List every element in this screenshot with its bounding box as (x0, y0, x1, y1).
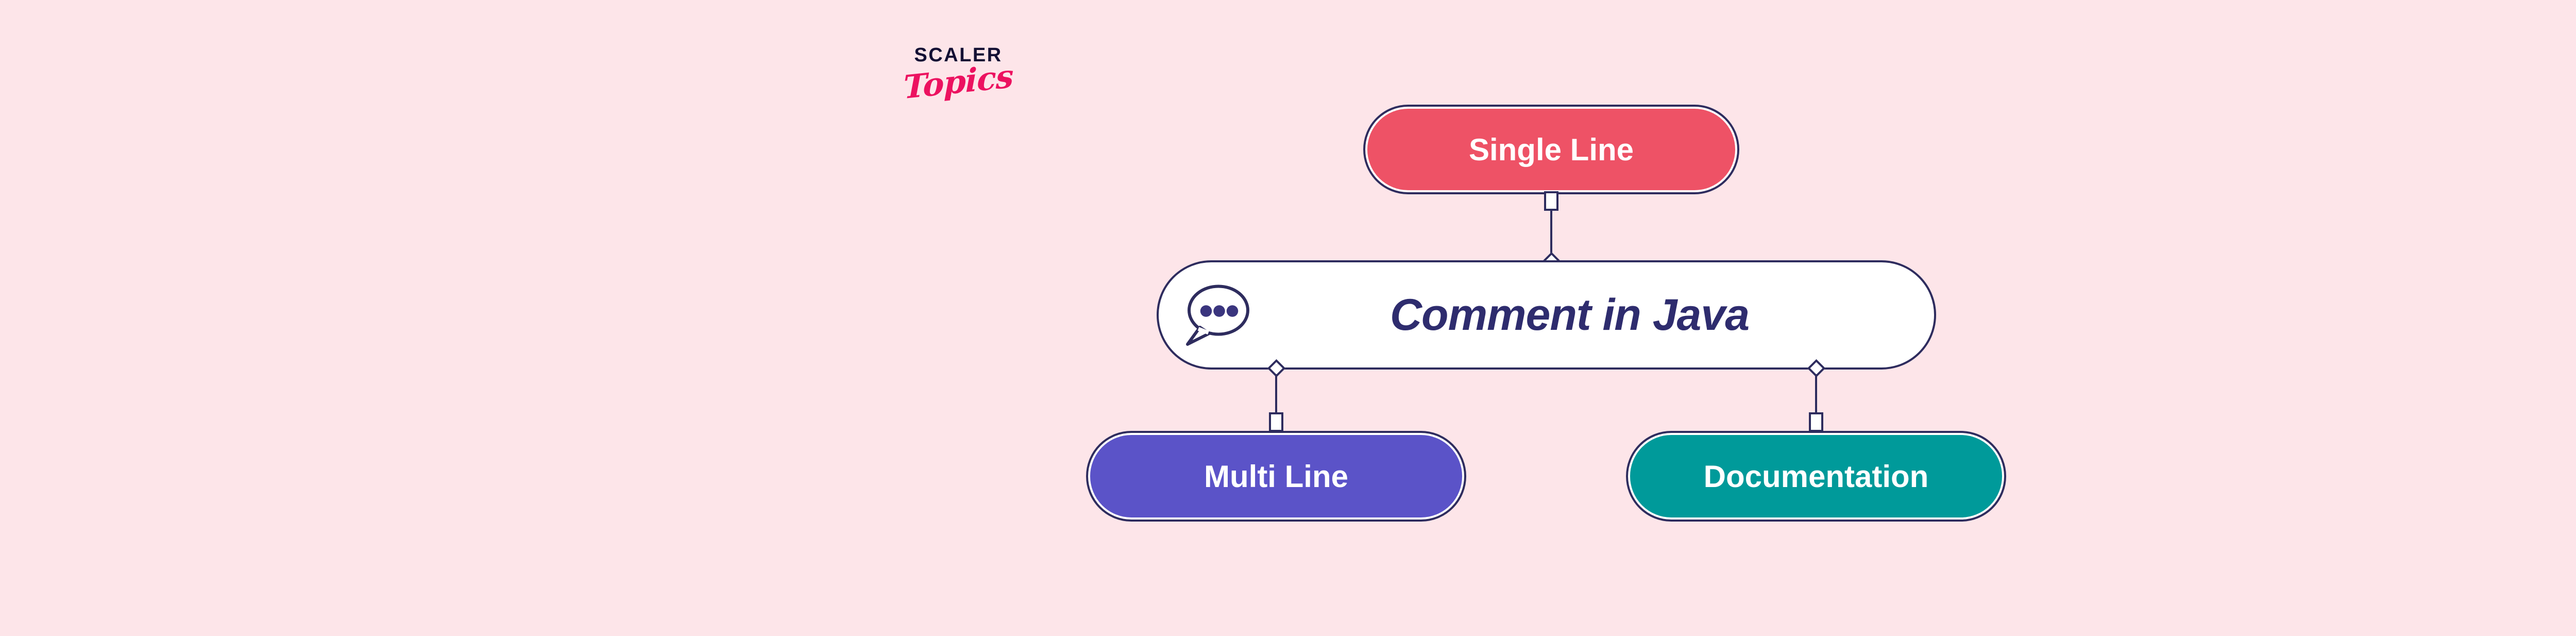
connector-line-single-line (1550, 210, 1552, 261)
scaler-topics-logo: SCALER Topics (894, 45, 1023, 136)
connector-square-multi-line (1269, 412, 1283, 432)
node-multi-line[interactable]: Multi Line (1086, 431, 1466, 522)
connector-line-multi-line (1275, 374, 1277, 413)
node-comment-in-java-label: Comment in Java (1389, 290, 1750, 340)
node-comment-in-java[interactable]: Comment in Java (1157, 260, 1936, 370)
node-single-line[interactable]: Single Line (1363, 105, 1739, 194)
speech-bubble-icon (1186, 284, 1249, 346)
connector-square-documentation (1809, 412, 1823, 432)
node-documentation[interactable]: Documentation (1626, 431, 2006, 522)
node-documentation-label: Documentation (1703, 459, 1929, 494)
node-single-line-label: Single Line (1468, 132, 1634, 167)
connector-square-single-line (1544, 191, 1558, 211)
connector-line-documentation (1815, 374, 1817, 413)
logo-wordmark-scaler: SCALER (914, 44, 1003, 66)
logo-wordmark-topics: Topics (903, 57, 1013, 107)
node-multi-line-label: Multi Line (1204, 459, 1348, 494)
